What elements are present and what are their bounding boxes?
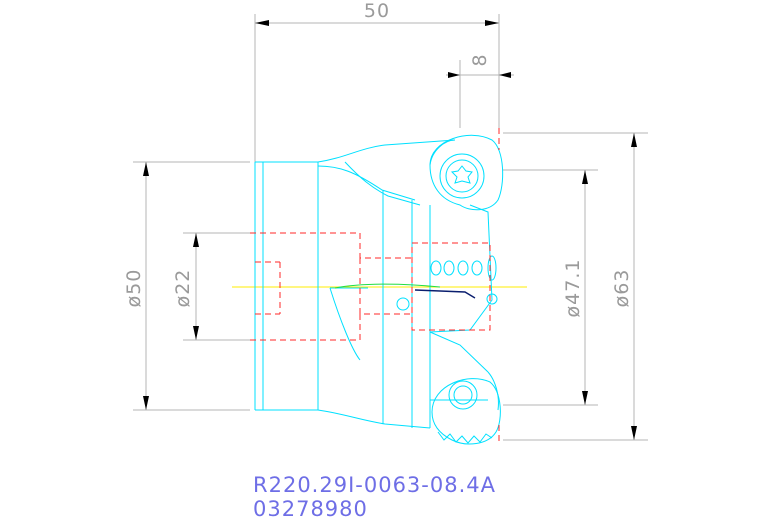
cutting-diameter-label: ø63	[611, 269, 633, 308]
dimension-cutting-diameter: ø63	[503, 132, 648, 441]
bore-diameter-label: ø22	[172, 269, 194, 308]
dimension-shank-diameter: ø50	[123, 161, 250, 411]
insert-offset-label: 8	[469, 53, 491, 66]
chip-gash-detail	[414, 289, 476, 299]
hidden-lines	[250, 128, 500, 444]
dimension-overall-length: 50	[254, 0, 500, 162]
overall-length-label: 50	[364, 0, 390, 22]
dimension-body-diameter: ø47.1	[503, 169, 598, 406]
body-diameter-label: ø47.1	[562, 259, 584, 318]
tool-body-outline	[254, 139, 499, 429]
shank-diameter-label: ø50	[123, 269, 145, 308]
dimension-insert-offset: 8	[446, 53, 514, 128]
dimension-bore-diameter: ø22	[172, 232, 250, 341]
bottom-insert	[431, 378, 501, 445]
part-designation: R220.29I-0063-08.4A	[253, 473, 496, 497]
top-insert	[429, 134, 504, 211]
edge-highlight	[334, 283, 441, 289]
part-number: 03278980	[253, 497, 368, 521]
